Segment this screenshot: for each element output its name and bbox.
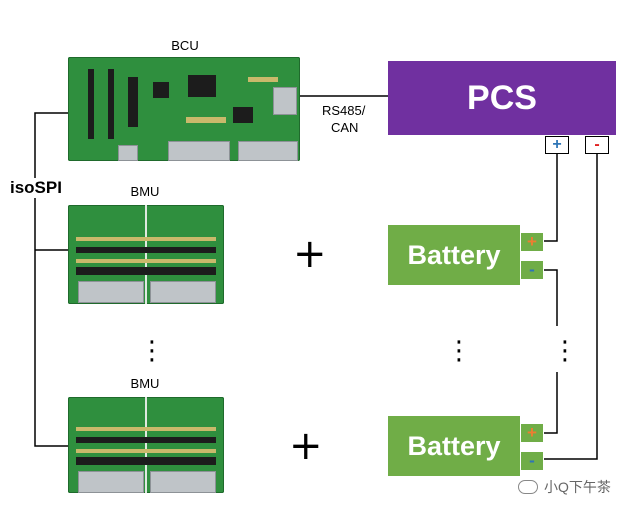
- battery-box-2: Battery: [388, 416, 520, 476]
- wire-ellipsis: ⋮: [552, 336, 578, 366]
- battery-2-minus-terminal: -: [520, 451, 544, 471]
- isospi-label: isoSPI: [8, 178, 64, 198]
- pcs-plus-terminal: +: [545, 136, 569, 154]
- pcs-minus-wire: [544, 154, 598, 460]
- battery-2-plus-terminal: +: [520, 423, 544, 443]
- bmu-bottom-board-image: [68, 397, 224, 493]
- wechat-icon: [518, 480, 538, 494]
- bmu-top-board-image: [68, 205, 224, 304]
- series-link-wire-lower: [544, 372, 558, 434]
- battery-label-2: Battery: [407, 430, 501, 461]
- bcu-board-image: [68, 57, 300, 161]
- battery-1-minus-terminal: -: [520, 260, 544, 280]
- bmu-ellipsis: ⋮: [139, 336, 165, 366]
- rs485-label: RS485/: [322, 103, 366, 118]
- series-link-wire: [544, 269, 558, 326]
- watermark: 小Q下午茶: [518, 477, 611, 497]
- plus-sign-bottom: +: [289, 423, 323, 469]
- plus-sign-top: +: [293, 231, 327, 277]
- battery-box-1: Battery: [388, 225, 520, 285]
- pcs-box: PCS: [388, 61, 616, 135]
- pcs-label: PCS: [467, 78, 537, 117]
- bmu-bottom-label: BMU: [130, 376, 160, 391]
- battery-ellipsis: ⋮: [446, 336, 472, 366]
- battery-label-1: Battery: [407, 239, 501, 270]
- bmu-top-label: BMU: [130, 184, 160, 199]
- can-label: CAN: [331, 120, 359, 135]
- isospi-bus-line: [34, 112, 68, 447]
- watermark-text: 小Q下午茶: [544, 479, 611, 495]
- bcu-label: BCU: [171, 38, 199, 53]
- pcs-minus-terminal: -: [585, 136, 609, 154]
- battery-1-plus-terminal: +: [520, 232, 544, 252]
- pcs-plus-wire: [544, 154, 558, 242]
